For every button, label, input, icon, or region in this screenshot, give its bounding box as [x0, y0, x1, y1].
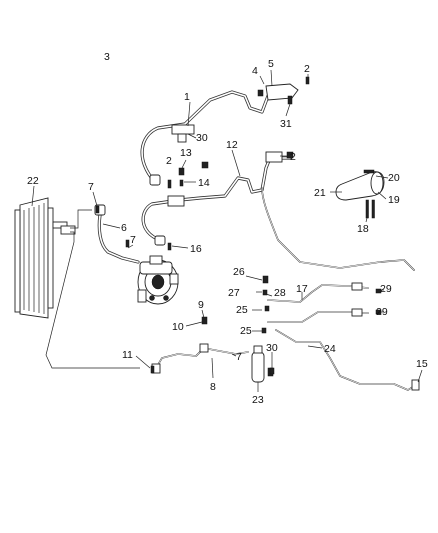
- accumulator: [335, 169, 385, 219]
- callout-7: 7: [236, 351, 242, 363]
- callout-labels: 1 2 2 2 3 4 5 6 7 7 7 8 9 10 11 12 13 14…: [27, 51, 428, 406]
- callout-25: 25: [240, 325, 252, 337]
- liquid-line-right: [261, 187, 415, 271]
- callout-19: 19: [388, 194, 400, 206]
- callout-7: 7: [130, 234, 136, 246]
- discharge-line: [141, 151, 292, 246]
- condenser-outlet-pipe: [45, 209, 140, 369]
- callout-2: 2: [290, 151, 296, 163]
- callout-15: 15: [416, 358, 428, 370]
- callout-5: 5: [268, 58, 274, 70]
- callout-4: 4: [252, 65, 258, 77]
- callout-16: 16: [190, 243, 202, 255]
- callout-30: 30: [266, 342, 278, 354]
- callout-29: 29: [380, 283, 392, 295]
- callout-28: 28: [274, 287, 286, 299]
- callout-7: 7: [88, 181, 94, 193]
- callout-1: 1: [184, 91, 190, 103]
- callout-13: 13: [180, 147, 192, 159]
- callout-30: 30: [196, 132, 208, 144]
- line-8: [151, 343, 249, 374]
- line-17: [267, 282, 369, 323]
- callout-8: 8: [210, 381, 216, 393]
- callout-26: 26: [233, 266, 245, 278]
- callout-9: 9: [198, 299, 204, 311]
- callout-2: 2: [166, 155, 172, 167]
- callout-12: 12: [226, 139, 238, 151]
- callout-10: 10: [172, 321, 184, 333]
- small-fittings: [95, 76, 382, 375]
- callout-27: 27: [228, 287, 240, 299]
- callout-18: 18: [357, 223, 369, 235]
- callout-25: 25: [236, 304, 248, 316]
- line-24: [275, 329, 420, 391]
- callout-3: 3: [104, 51, 110, 63]
- condenser: [14, 197, 76, 319]
- leader-lines: [31, 69, 423, 392]
- callout-22: 22: [27, 175, 39, 187]
- callout-31: 31: [280, 118, 292, 130]
- callout-17: 17: [296, 283, 308, 295]
- callout-21: 21: [314, 187, 326, 199]
- callout-24: 24: [324, 343, 336, 355]
- callout-6: 6: [121, 222, 127, 234]
- callout-23: 23: [252, 394, 264, 406]
- callout-14: 14: [198, 177, 210, 189]
- callout-11: 11: [122, 349, 133, 361]
- callout-20: 20: [388, 172, 400, 184]
- suction-line: [140, 83, 299, 186]
- callout-29: 29: [376, 306, 388, 318]
- callout-2: 2: [304, 63, 310, 75]
- compressor: [137, 255, 179, 305]
